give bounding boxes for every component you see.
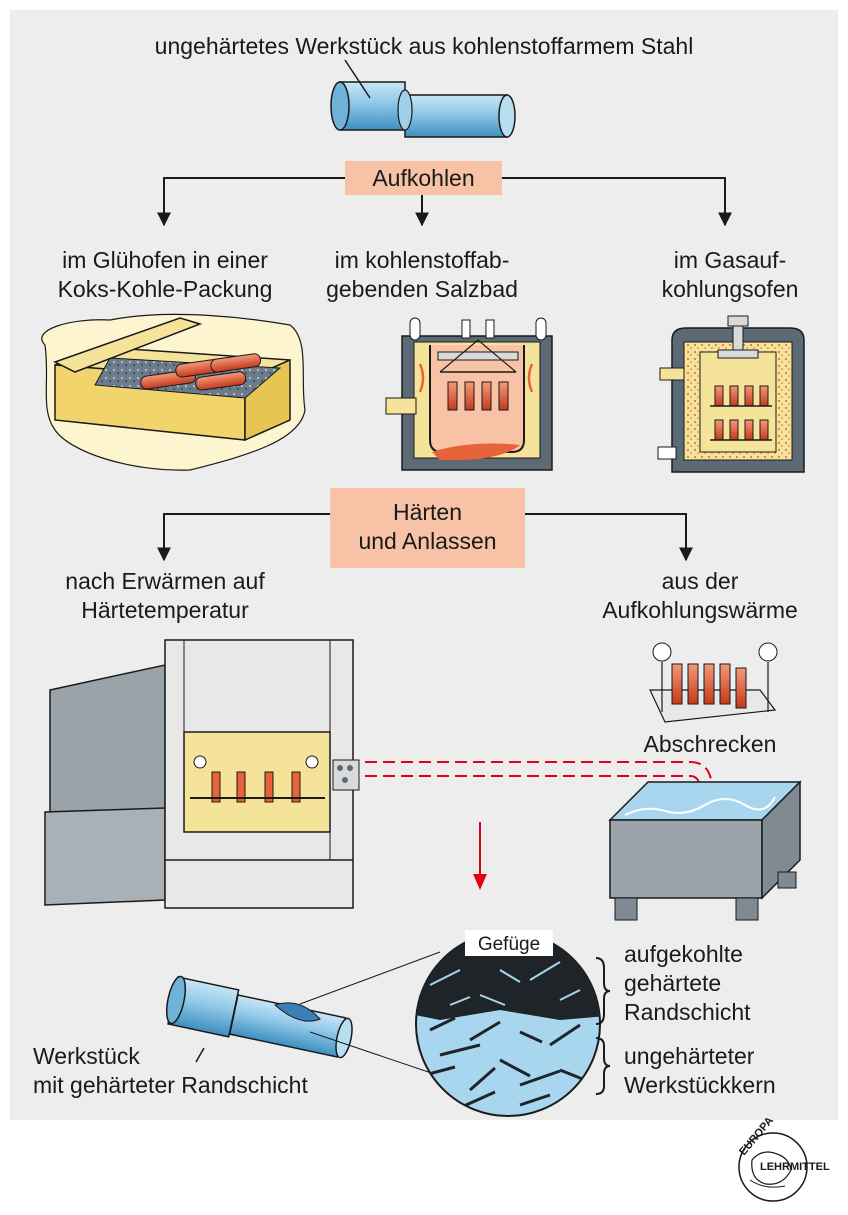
hardening-left-line2: Härtetemperatur	[81, 597, 249, 623]
step-hardening-line2: und Anlassen	[358, 528, 497, 554]
workpiece-line1: Werkstück	[33, 1043, 140, 1069]
case-layer-label: aufgekohlte gehärtete Randschicht	[624, 940, 751, 1027]
hardening-right-line1: aus der	[661, 568, 739, 594]
method-salt-bath-line1: im kohlenstoffab-	[334, 247, 510, 273]
hardened-workpiece	[165, 951, 453, 1081]
method-salt-bath-line2: gebenden Salzbad	[326, 276, 518, 302]
case-layer-line3: Randschicht	[624, 999, 751, 1025]
hardening-furnace	[44, 639, 360, 909]
core-line2: Werkstückkern	[624, 1072, 776, 1098]
case-layer-line2: gehärtete	[624, 970, 722, 996]
raw-workpiece	[330, 59, 516, 138]
case-layer-line1: aufgekohlte	[624, 941, 743, 967]
step-carburizing: Aufkohlen	[345, 161, 502, 195]
method-pack-line1: im Glühofen in einer	[62, 247, 268, 273]
quench-label: Abschrecken	[643, 731, 777, 757]
logo-bottom-text: LEHRMITTEL	[760, 1161, 830, 1173]
method-salt-bath: im kohlenstoffab- gebenden Salzbad	[322, 246, 522, 304]
workpiece-label: Werkstück mit gehärteter Randschicht	[33, 1042, 308, 1100]
gas-carburizing-furnace	[657, 315, 805, 473]
pack-carburizing-box	[41, 313, 306, 471]
core-label: ungehärteter Werkstückkern	[624, 1042, 776, 1100]
workpiece-rack	[649, 642, 778, 723]
method-gas-line2: kohlungsofen	[661, 276, 799, 302]
method-pack: im Glühofen in einer Koks-Kohle-Packung	[20, 246, 310, 304]
title: ungehärtetes Werkstück aus kohlenstoffar…	[154, 33, 694, 59]
method-pack-line2: Koks-Kohle-Packung	[57, 276, 273, 302]
method-gas: im Gasauf- kohlungsofen	[630, 246, 830, 304]
down-arrow-red	[473, 822, 487, 890]
branch-arrows-carburizing	[157, 177, 732, 227]
step-hardening-line1: Härten	[392, 499, 463, 525]
workpiece-line2: mit gehärteter Randschicht	[33, 1072, 308, 1098]
method-gas-line1: im Gasauf-	[673, 247, 787, 273]
hardening-left-line1: nach Erwärmen auf	[65, 568, 265, 594]
step-hardening: Härten und Anlassen	[330, 488, 525, 568]
quench-tank	[608, 780, 802, 921]
layer-braces	[595, 957, 611, 1095]
microstructure-view: Gefüge	[415, 930, 601, 1117]
salt-bath-furnace	[385, 317, 553, 471]
publisher-logo: EUROPA LEHRMITTEL	[737, 1115, 830, 1202]
structure-label: Gefüge	[478, 934, 540, 955]
core-line1: ungehärteter	[624, 1043, 755, 1069]
hardening-left: nach Erwärmen auf Härtetemperatur	[20, 567, 310, 625]
hardening-right-line2: Aufkohlungswärme	[602, 597, 798, 623]
hardening-right: aus der Aufkohlungswärme	[570, 567, 830, 625]
branch-arrows-hardening	[157, 513, 693, 562]
